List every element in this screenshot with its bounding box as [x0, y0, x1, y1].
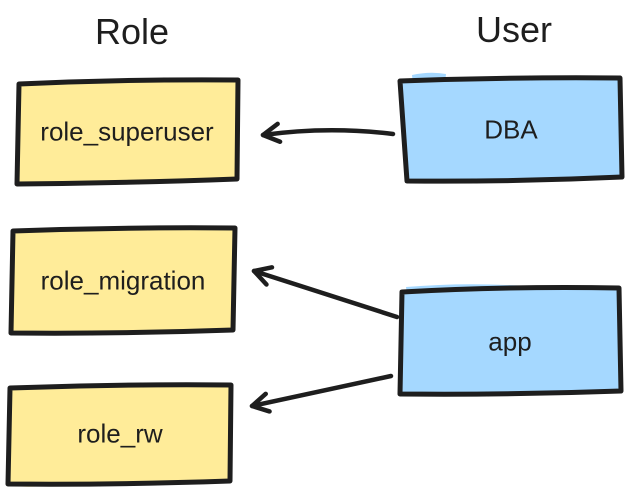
role-migration-box: [8, 225, 238, 336]
app-box: [397, 285, 624, 397]
column-header-role: Role: [94, 11, 170, 53]
role-superuser-box: [14, 77, 241, 187]
arrow-app-to-role-rw: [249, 373, 394, 414]
role-migration-label: role_migration: [40, 265, 206, 296]
app-label: app: [488, 326, 532, 357]
role-rw-box: [5, 382, 234, 487]
arrow-dba-to-role-superuser: [260, 121, 396, 144]
role-superuser-label: role_superuser: [40, 116, 214, 147]
dba-box: [397, 75, 625, 184]
arrow-app-to-role-migration: [251, 265, 400, 320]
column-header-user: User: [475, 9, 553, 51]
role-rw-label: role_rw: [77, 418, 163, 449]
dba-label: DBA: [484, 114, 538, 145]
